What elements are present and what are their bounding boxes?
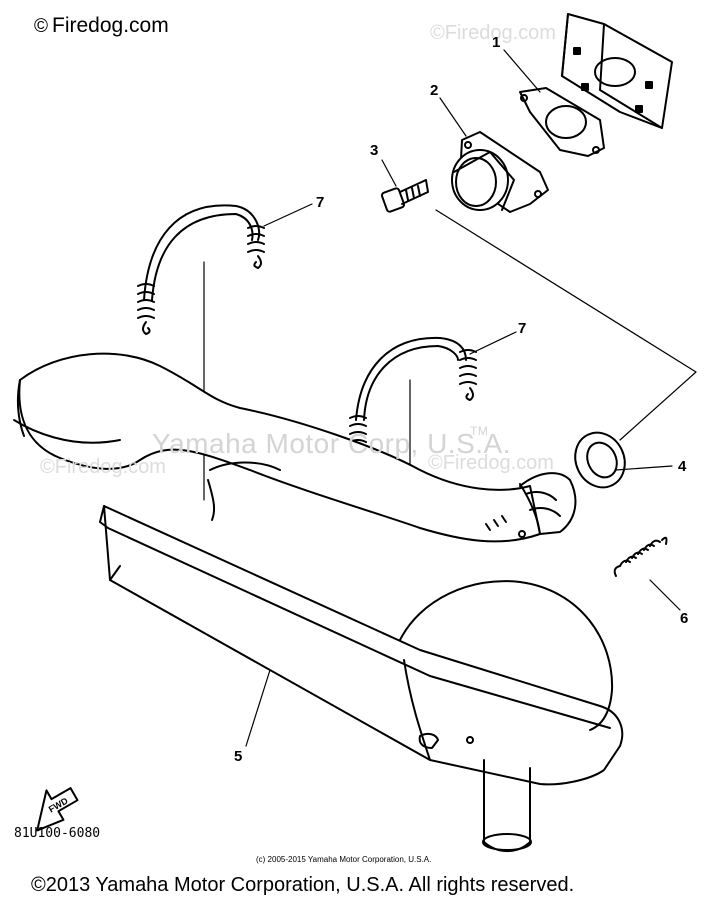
callout-6: 6 — [680, 610, 689, 627]
callout-4: 4 — [678, 458, 687, 475]
spring-part-6 — [613, 536, 668, 577]
flange-part-2 — [451, 131, 549, 213]
callout-2: 2 — [430, 82, 439, 99]
firedog-watermark-faint-right: ©Firedog.com — [428, 452, 554, 474]
gasket-part-4 — [574, 431, 626, 489]
small-copyright: (c) 2005-2015 Yamaha Motor Corporation, … — [256, 855, 432, 864]
mounting-plate — [561, 13, 673, 129]
bolt-part-3 — [380, 179, 429, 213]
muffler-body — [99, 505, 624, 852]
callout-1: 1 — [492, 34, 501, 51]
part-code: 81U100-6080 — [14, 826, 101, 841]
callout-3: 3 — [370, 142, 379, 159]
callout-7-upper: 7 — [316, 194, 325, 211]
yamaha-watermark: Yamaha Motor Corp, U.S.A.TM — [152, 424, 511, 460]
exhaust-pipe — [13, 352, 577, 543]
firedog-watermark: ©Firedog.com — [34, 14, 169, 38]
firedog-watermark-faint-top: ©Firedog.com — [430, 22, 556, 44]
gasket-part-1 — [519, 87, 605, 157]
leader-lines — [245, 49, 681, 747]
trademark-mark: TM — [470, 424, 489, 438]
firedog-watermark-faint-left: ©Firedog.com — [40, 456, 166, 478]
footer-copyright: ©2013 Yamaha Motor Corporation, U.S.A. A… — [31, 874, 575, 896]
firedog-brand: Firedog.com — [52, 14, 169, 37]
fwd-arrow-icon — [36, 787, 79, 832]
yamaha-watermark-text: Yamaha Motor Corp, U.S.A. — [152, 428, 511, 459]
callout-5: 5 — [234, 748, 243, 765]
copyright-icon: © — [34, 16, 48, 37]
spring-hose-upper — [137, 204, 265, 335]
callout-7-lower: 7 — [518, 320, 527, 337]
